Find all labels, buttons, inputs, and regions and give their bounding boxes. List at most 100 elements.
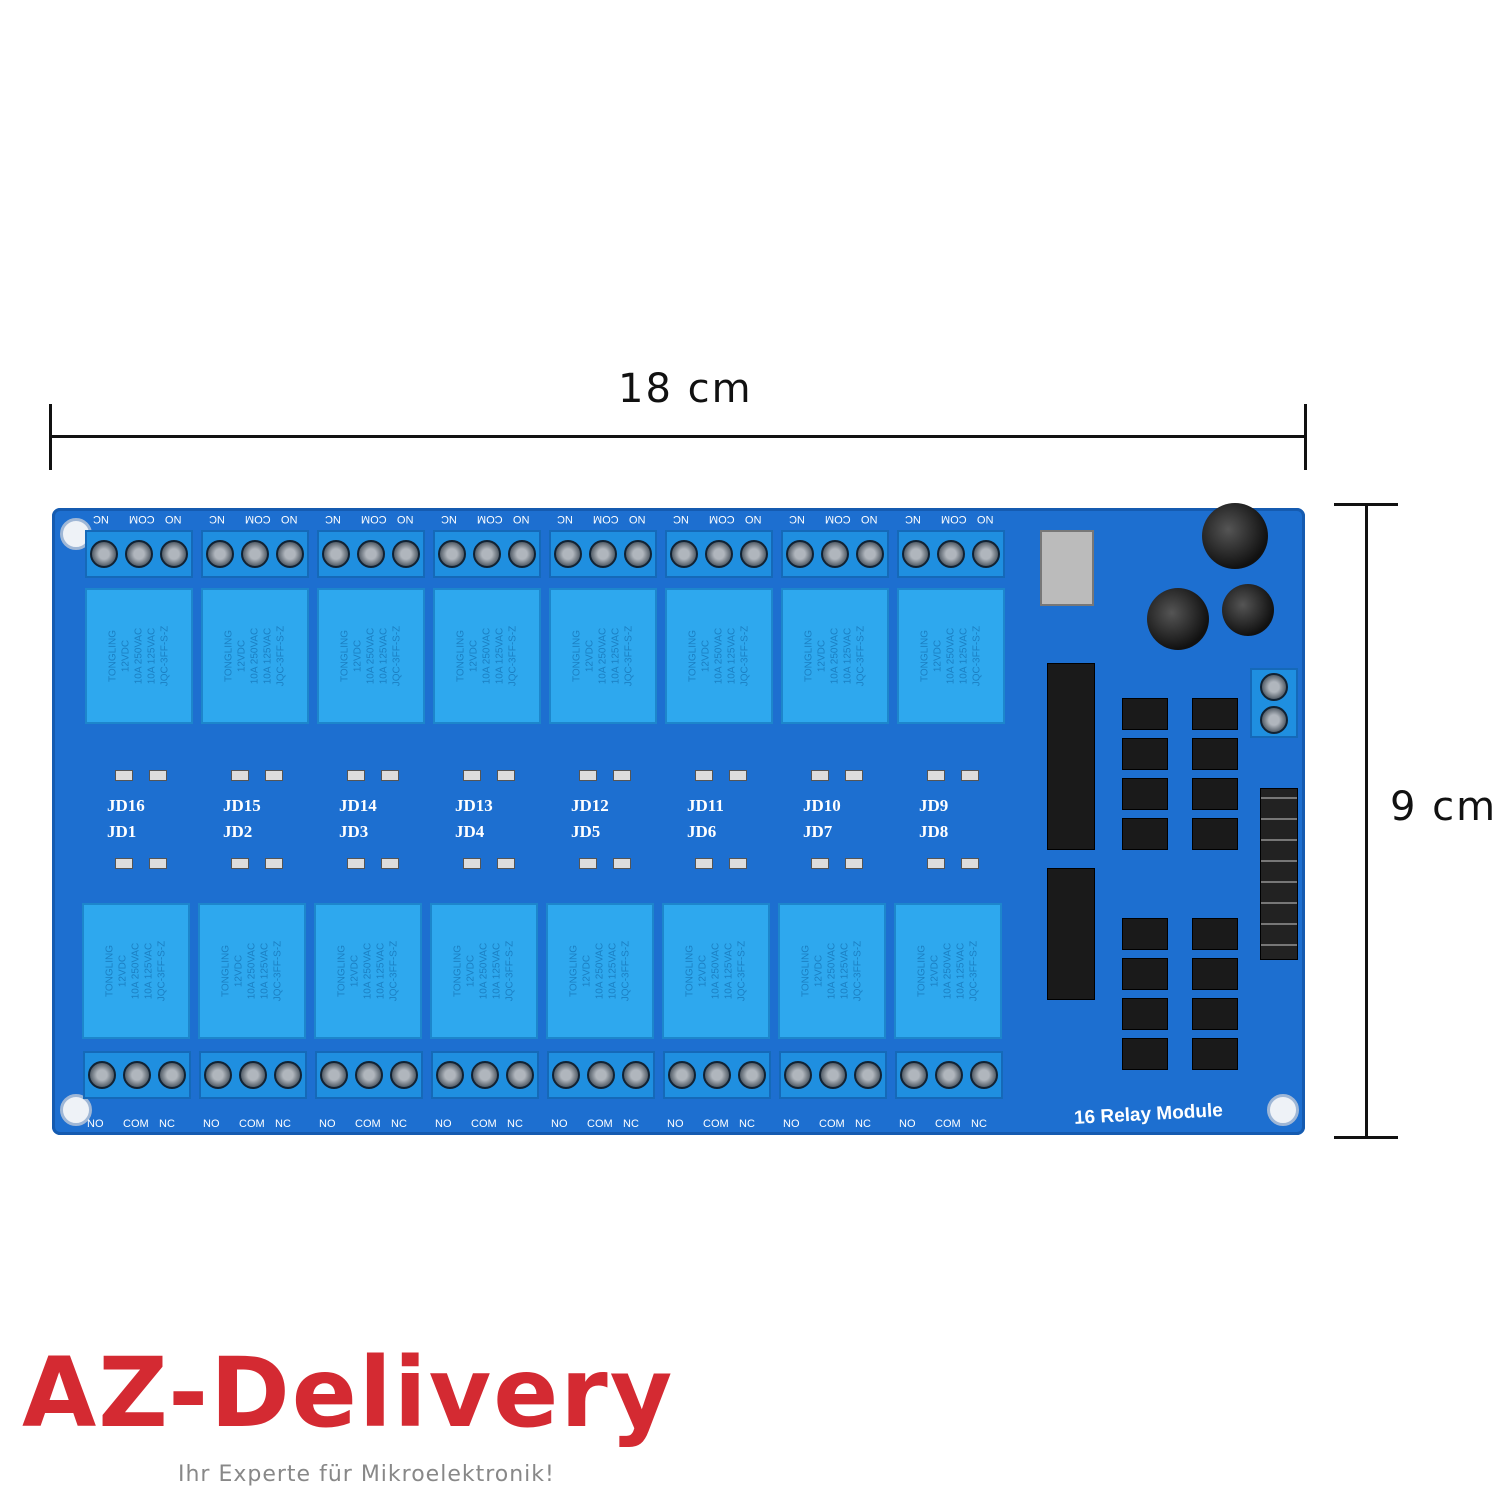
- power-terminal[interactable]: [1250, 668, 1298, 738]
- relay-text: 10A 250VAC: [362, 942, 374, 1000]
- led: [579, 858, 597, 869]
- relay-terminal-bottom[interactable]: [547, 1051, 655, 1099]
- terminal-screw[interactable]: [238, 1061, 267, 1089]
- terminal-screw[interactable]: [818, 1061, 847, 1089]
- resistor: [265, 858, 283, 869]
- resistor: [961, 858, 979, 869]
- terminal-screw[interactable]: [240, 540, 269, 568]
- terminal-screw[interactable]: [159, 540, 188, 568]
- terminal-screw[interactable]: [621, 1061, 650, 1089]
- relay-text: 10A 250VAC: [481, 627, 493, 685]
- terminal-screw[interactable]: [157, 1061, 186, 1089]
- led: [695, 770, 713, 781]
- relay-terminal-top[interactable]: [549, 530, 657, 578]
- terminal-label: NO: [281, 513, 298, 525]
- terminal-screw[interactable]: [784, 1061, 813, 1089]
- terminal-screw[interactable]: [436, 1061, 465, 1089]
- terminal-screw[interactable]: [853, 1061, 882, 1089]
- terminal-screw[interactable]: [88, 1061, 117, 1089]
- terminal-screw[interactable]: [472, 540, 501, 568]
- terminal-screw[interactable]: [855, 540, 884, 568]
- relay-terminal-bottom[interactable]: [315, 1051, 423, 1099]
- terminal-screw[interactable]: [971, 540, 1000, 568]
- terminal-label: NC: [391, 1118, 407, 1130]
- relay-text: TONGLING: [684, 944, 696, 998]
- relay-label-bottom: JD1: [107, 822, 137, 841]
- relay-text: 10A 125VAC: [610, 627, 622, 685]
- terminal-screw[interactable]: [588, 540, 617, 568]
- relay-terminal-top[interactable]: [317, 530, 425, 578]
- resistor: [149, 770, 167, 781]
- relay-terminal-bottom[interactable]: [199, 1051, 307, 1099]
- terminal-screw[interactable]: [902, 540, 931, 568]
- pin-header[interactable]: [1260, 788, 1298, 960]
- terminal-screw[interactable]: [275, 540, 304, 568]
- terminal-screw[interactable]: [322, 540, 351, 568]
- relay-text: 12VDC: [352, 639, 364, 673]
- terminal-screw[interactable]: [552, 1061, 581, 1089]
- relay-text: JQC-3FF-S-Z: [855, 625, 867, 687]
- terminal-screw[interactable]: [820, 540, 849, 568]
- terminal-screw[interactable]: [204, 1061, 233, 1089]
- terminal-screw[interactable]: [505, 1061, 534, 1089]
- terminal-label: NO: [87, 1118, 104, 1130]
- terminal-screw[interactable]: [786, 540, 815, 568]
- terminal-screw[interactable]: [320, 1061, 349, 1089]
- relay-terminal-bottom[interactable]: [663, 1051, 771, 1099]
- relay-terminal-bottom[interactable]: [83, 1051, 191, 1099]
- led: [463, 858, 481, 869]
- terminal-screw[interactable]: [900, 1061, 929, 1089]
- relay-terminal-bottom[interactable]: [431, 1051, 539, 1099]
- relay-terminal-top[interactable]: [781, 530, 889, 578]
- terminal-screw[interactable]: [969, 1061, 998, 1089]
- terminal-label: NO: [435, 1118, 452, 1130]
- terminal-screw[interactable]: [554, 540, 583, 568]
- relay-text: 12VDC: [932, 639, 944, 673]
- relay-label-bottom: JD6: [687, 822, 717, 841]
- terminal-label: NC: [557, 513, 573, 525]
- relay-terminal-top[interactable]: [897, 530, 1005, 578]
- terminal-screw[interactable]: [1260, 672, 1288, 701]
- terminal-screw[interactable]: [206, 540, 235, 568]
- relay-terminal-top[interactable]: [665, 530, 773, 578]
- terminal-screw[interactable]: [934, 1061, 963, 1089]
- terminal-screw[interactable]: [438, 540, 467, 568]
- terminal-screw[interactable]: [668, 1061, 697, 1089]
- relay-text: 10A 250VAC: [829, 627, 841, 685]
- terminal-screw[interactable]: [124, 540, 153, 568]
- terminal-screw[interactable]: [704, 540, 733, 568]
- terminal-screw[interactable]: [737, 1061, 766, 1089]
- terminal-screw[interactable]: [702, 1061, 731, 1089]
- terminal-screw[interactable]: [389, 1061, 418, 1089]
- terminal-screw[interactable]: [122, 1061, 151, 1089]
- led: [811, 770, 829, 781]
- terminal-screw[interactable]: [586, 1061, 615, 1089]
- optocoupler: [1122, 738, 1168, 770]
- relay-terminal-top[interactable]: [433, 530, 541, 578]
- terminal-screw[interactable]: [356, 540, 385, 568]
- terminal-screw[interactable]: [470, 1061, 499, 1089]
- terminal-screw[interactable]: [936, 540, 965, 568]
- terminal-screw[interactable]: [623, 540, 652, 568]
- relay-text: 12VDC: [236, 639, 248, 673]
- relay-terminal-bottom[interactable]: [895, 1051, 1003, 1099]
- terminal-screw[interactable]: [670, 540, 699, 568]
- relay-terminal-top[interactable]: [201, 530, 309, 578]
- terminal-screw[interactable]: [273, 1061, 302, 1089]
- terminal-screw[interactable]: [507, 540, 536, 568]
- relay-terminal-top[interactable]: [85, 530, 193, 578]
- terminal-screw[interactable]: [354, 1061, 383, 1089]
- terminal-screw[interactable]: [739, 540, 768, 568]
- relay-text: 10A 125VAC: [958, 627, 970, 685]
- terminal-screw[interactable]: [90, 540, 119, 568]
- terminal-screw[interactable]: [1260, 705, 1288, 734]
- terminal-screw[interactable]: [391, 540, 420, 568]
- relay-text: 10A 125VAC: [726, 627, 738, 685]
- relay-text: JQC-3FF-S-Z: [391, 625, 403, 687]
- relay-terminal-bottom[interactable]: [779, 1051, 887, 1099]
